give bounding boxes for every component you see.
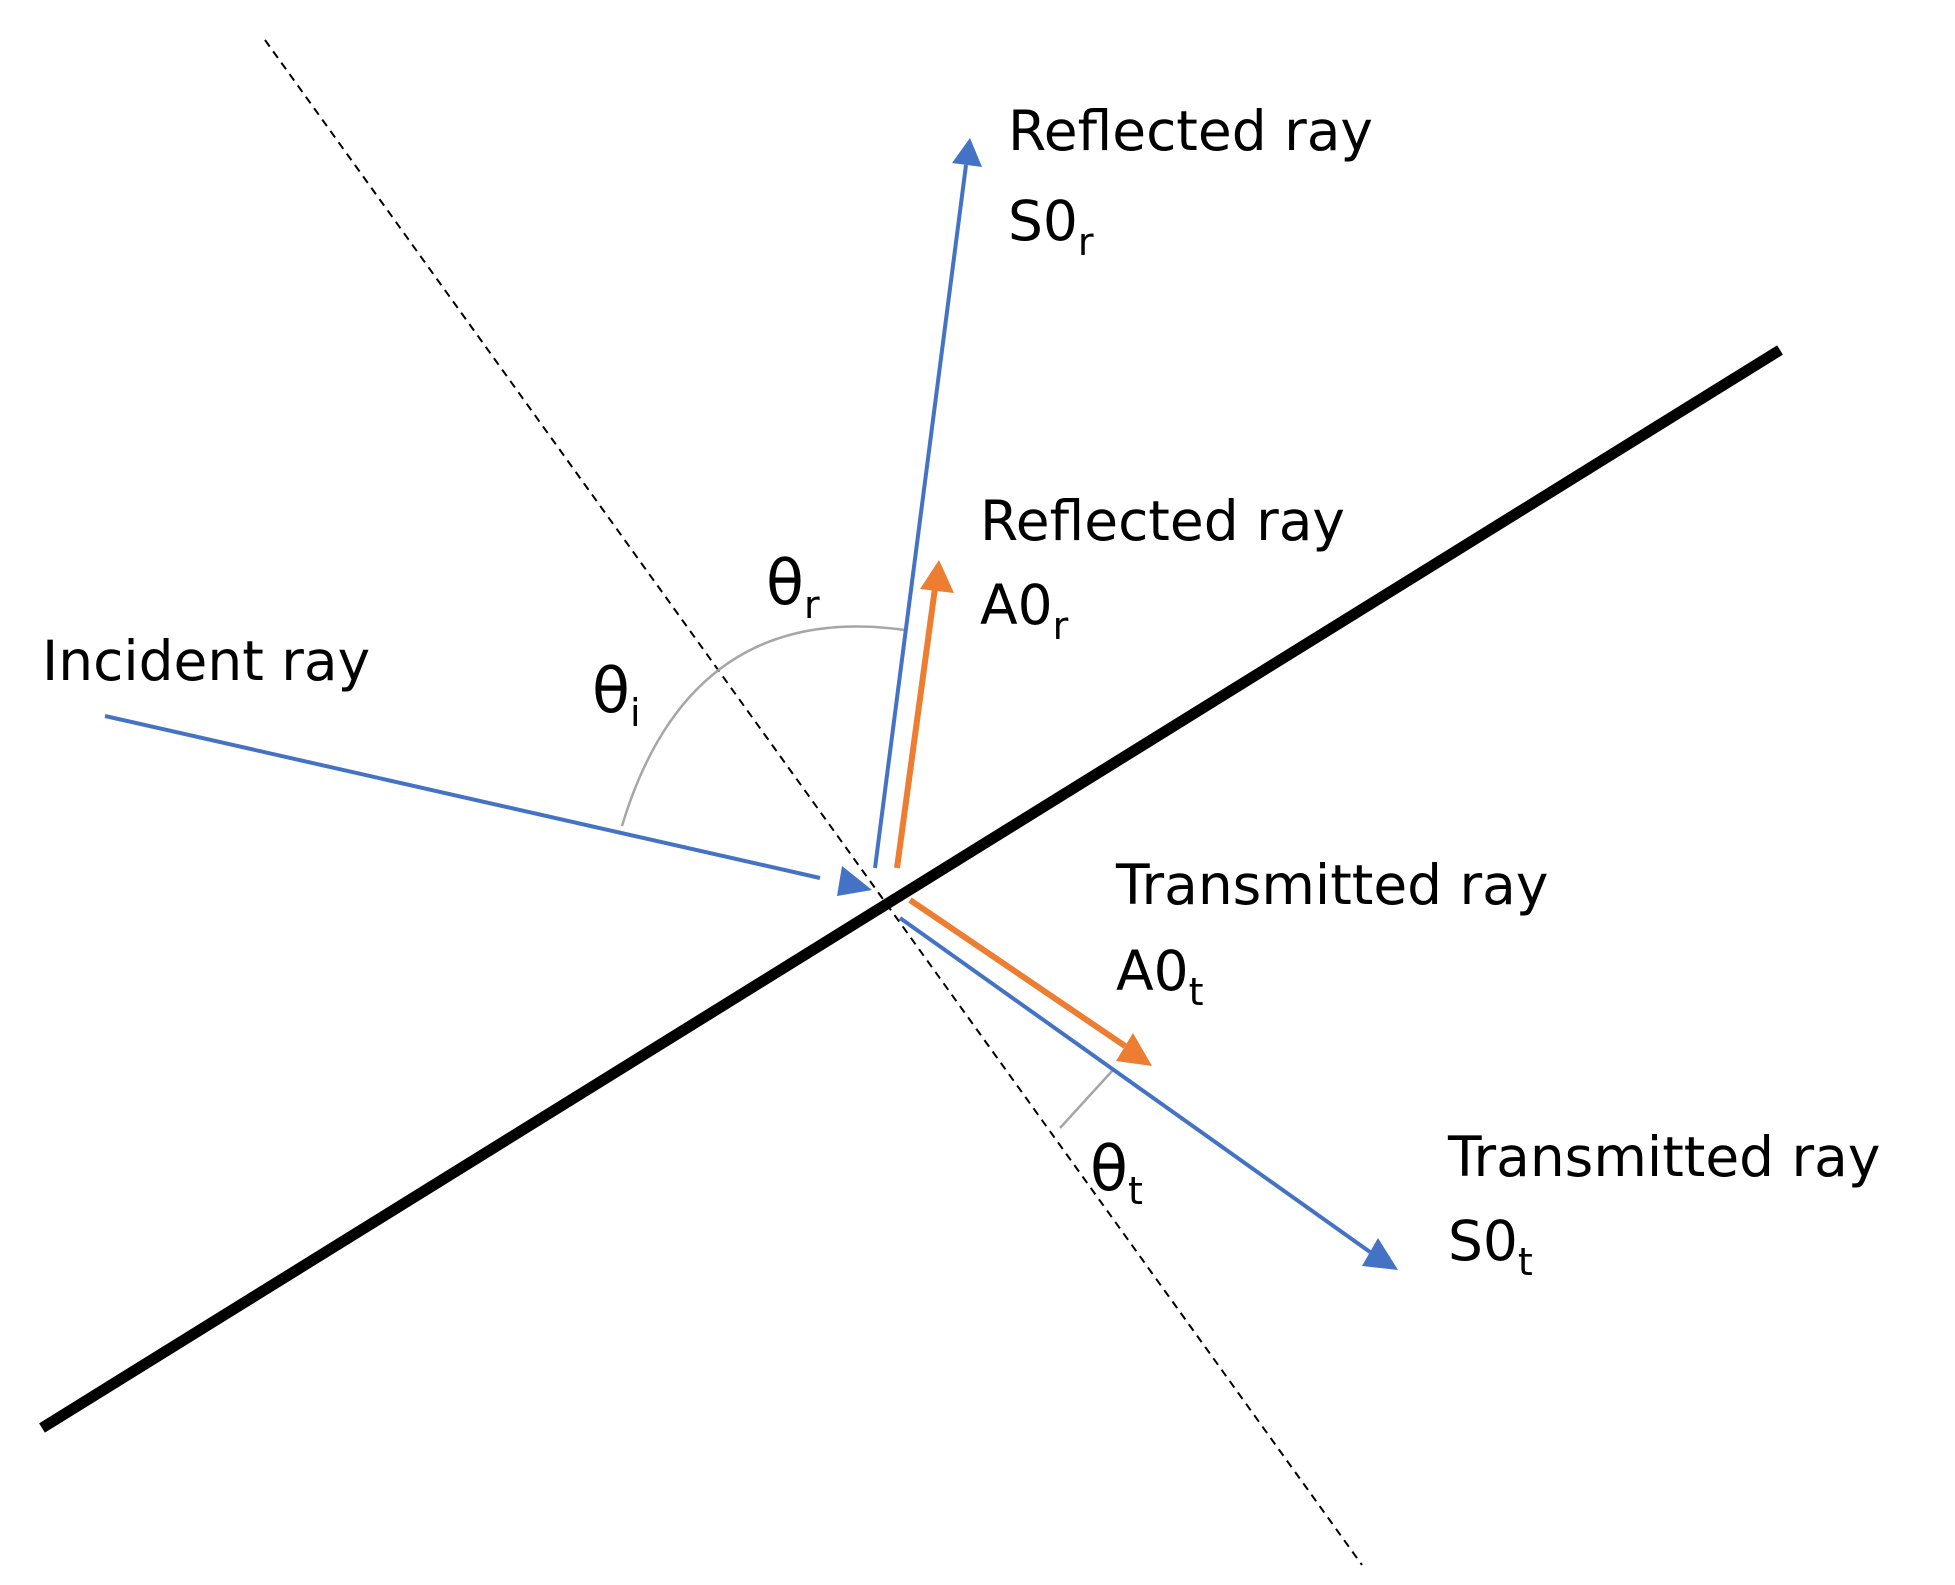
- normal-line: [264, 39, 1363, 1566]
- incident-ray-label: Incident ray: [42, 629, 370, 693]
- angle-arc-theta-t: [1059, 1069, 1114, 1129]
- transmitted-a0-label-line1: Transmitted ray: [1115, 853, 1548, 917]
- reflected-ray-s0-arrowhead: [952, 138, 982, 167]
- theta-t-label: θt: [1090, 1132, 1143, 1213]
- transmitted-ray-a0-arrowhead: [1116, 1033, 1152, 1066]
- theta-i-label: θi: [592, 654, 641, 735]
- transmitted-s0-label-line1: Transmitted ray: [1447, 1125, 1880, 1189]
- reflected-s0-label-line1: Reflected ray: [1008, 99, 1373, 163]
- angle-arc-theta-i-r: [620, 625, 906, 827]
- theta-r-label: θr: [766, 546, 820, 627]
- reflected-a0-label-line1: Reflected ray: [980, 489, 1345, 553]
- reflected-ray-s0: [873, 164, 968, 869]
- transmitted-s0-label-line2: S0t: [1448, 1209, 1533, 1284]
- reflected-a0-label-line2: A0r: [980, 573, 1069, 648]
- transmitted-ray-s0: [898, 916, 1372, 1254]
- incident-ray: [104, 714, 821, 880]
- reflected-ray-a0: [894, 587, 938, 869]
- transmitted-a0-label-line2: A0t: [1116, 939, 1204, 1014]
- transmitted-ray-s0-arrowhead: [1362, 1238, 1398, 1270]
- interface-line: [39, 345, 1783, 1433]
- reflected-ray-a0-arrowhead: [920, 560, 954, 593]
- transmitted-ray-a0: [908, 897, 1127, 1049]
- reflected-s0-label-line2: S0r: [1008, 189, 1094, 264]
- incident-ray-arrowhead: [837, 866, 872, 896]
